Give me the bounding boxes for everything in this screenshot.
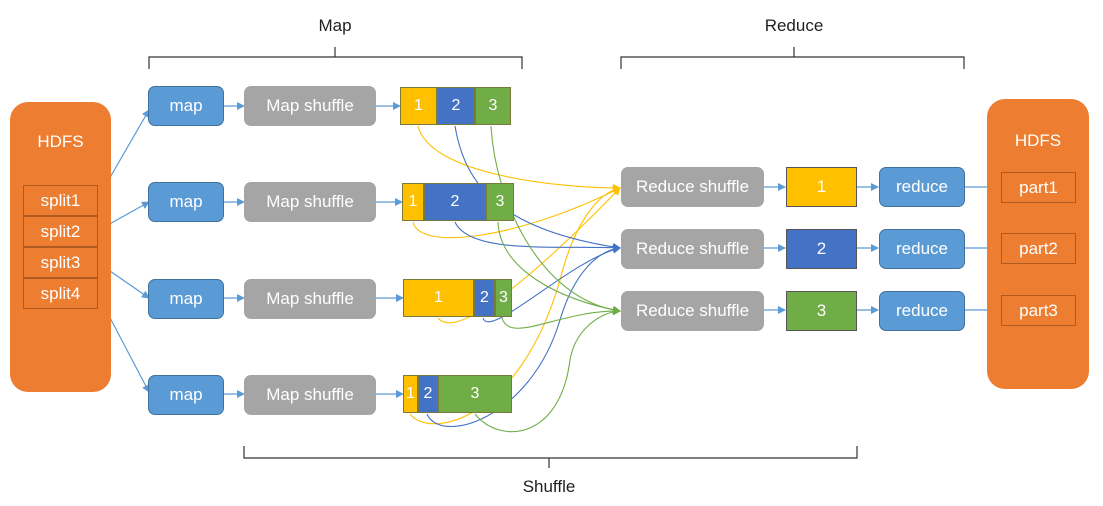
split-1: split1	[23, 185, 98, 216]
output-part-1: part1	[1001, 172, 1076, 203]
partition-2-segment: 2	[418, 375, 438, 413]
reduce-brace	[620, 47, 965, 69]
reduce-shuffle-3: Reduce shuffle	[621, 291, 764, 331]
partition-2-segment: 2	[474, 279, 495, 317]
hdfs-output-title: HDFS	[1014, 131, 1062, 150]
partition-2-segment: 2	[424, 183, 486, 221]
reduce-task-2: reduce	[879, 229, 965, 269]
shuffle-phase-label: Shuffle	[522, 477, 576, 496]
reduce-task-1: reduce	[879, 167, 965, 207]
map-brace	[148, 47, 523, 69]
map-shuffle-3: Map shuffle	[244, 279, 376, 319]
map-shuffle-2: Map shuffle	[244, 182, 376, 222]
partition-1-segment: 1	[400, 87, 437, 125]
map-phase-label: Map	[318, 16, 352, 35]
map-task-2: map	[148, 182, 224, 222]
partition-2-segment: 2	[437, 87, 475, 125]
split-3: split3	[23, 247, 98, 278]
map-task-3: map	[148, 279, 224, 319]
partition-1-segment: 1	[403, 375, 418, 413]
partition-1-segment: 1	[402, 183, 424, 221]
reduce-task-3: reduce	[879, 291, 965, 331]
map-row-arrows	[223, 102, 404, 398]
reduce-partition-1: 1	[786, 167, 857, 207]
partition-3-segment: 3	[486, 183, 514, 221]
reduce-shuffle-2: Reduce shuffle	[621, 229, 764, 269]
map-shuffle-4: Map shuffle	[244, 375, 376, 415]
partition-3-segment: 3	[475, 87, 511, 125]
map-task-4: map	[148, 375, 224, 415]
partition-3-segment: 3	[438, 375, 512, 413]
partition-3-segment: 3	[495, 279, 512, 317]
partition-1-segment: 1	[403, 279, 474, 317]
hdfs-input-title: HDFS	[37, 132, 84, 151]
split-2: split2	[23, 216, 98, 247]
output-part-2: part2	[1001, 233, 1076, 264]
map-task-1: map	[148, 86, 224, 126]
reduce-shuffle-1: Reduce shuffle	[621, 167, 764, 207]
map-shuffle-1: Map shuffle	[244, 86, 376, 126]
shuffle-brace	[243, 446, 858, 468]
reduce-phase-label: Reduce	[764, 16, 824, 35]
split-4: split4	[23, 278, 98, 309]
reduce-partition-2: 2	[786, 229, 857, 269]
output-part-3: part3	[1001, 295, 1076, 326]
reduce-partition-3: 3	[786, 291, 857, 331]
